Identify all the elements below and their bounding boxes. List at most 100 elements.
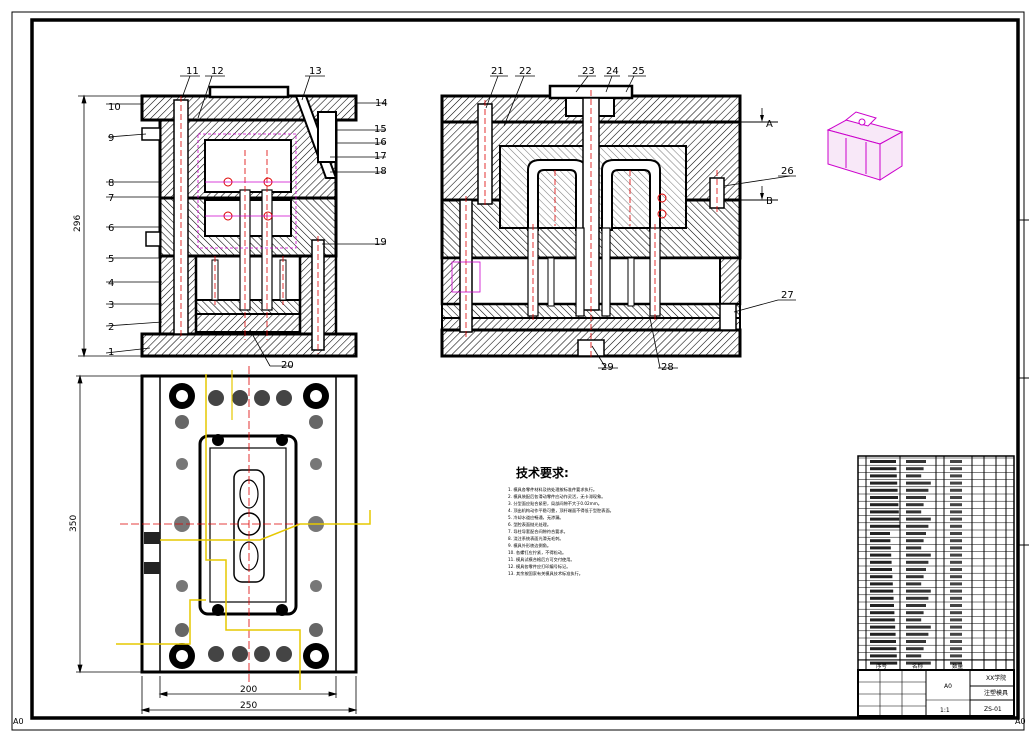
parts-row-qty-fill xyxy=(950,546,962,550)
title-block-school: XX学院 xyxy=(986,674,1006,682)
part-label-25: 25 xyxy=(632,66,645,77)
parts-row-name-fill xyxy=(870,654,897,658)
parts-row-qty-fill xyxy=(950,611,962,615)
title-block xyxy=(857,669,1015,717)
part-label-6: 6 xyxy=(108,223,114,234)
parts-row-qty-fill xyxy=(950,488,962,492)
parts-row-name-fill xyxy=(870,467,897,471)
parts-row-qty-fill xyxy=(950,589,962,593)
parts-row-qty-fill xyxy=(950,510,962,514)
part-label-4: 4 xyxy=(108,278,114,289)
part-label-17: 17 xyxy=(374,151,387,162)
part-label-8: 8 xyxy=(108,178,114,189)
parts-row-material-fill xyxy=(906,496,926,499)
part-label-12: 12 xyxy=(211,66,224,77)
tech-req-title: 技术要求: xyxy=(516,465,569,480)
header-index: 序号 xyxy=(876,662,888,670)
parts-row-qty-fill xyxy=(950,647,962,651)
parts-row-qty-fill xyxy=(950,575,962,579)
part-label-28: 28 xyxy=(661,362,674,373)
parts-row-material-fill xyxy=(906,481,931,485)
plan-view xyxy=(116,366,372,690)
parts-row-name-fill xyxy=(870,647,897,651)
side-view-label-text: 11 12 13 10 9 8 7 6 5 4 3 2 1 14 15 16 1… xyxy=(108,66,388,371)
title-block-sheet: A0 xyxy=(944,683,952,690)
tech-req-line-7: 7. 导柱导套配合间隙符合要求。 xyxy=(508,528,568,535)
parts-row-material-fill xyxy=(906,524,929,528)
title-block-drawing-name: 注塑模具 xyxy=(984,689,1008,697)
parts-row-material-fill xyxy=(906,539,924,543)
parts-row-qty-fill xyxy=(950,517,962,521)
part-label-21: 21 xyxy=(491,66,504,77)
parts-row-material-fill xyxy=(906,618,922,622)
part-label-11: 11 xyxy=(186,66,199,77)
parts-row-qty-fill xyxy=(950,640,962,643)
dim-250-text: 250 xyxy=(240,701,257,711)
parts-row-material-fill xyxy=(906,625,931,629)
part-label-2: 2 xyxy=(108,322,114,333)
parts-row-name-fill xyxy=(870,575,893,579)
parts-row-qty-fill xyxy=(950,532,962,535)
parts-row-material-fill xyxy=(906,604,926,607)
part-label-15: 15 xyxy=(374,124,387,135)
plan-dims xyxy=(76,374,358,714)
part-label-10: 10 xyxy=(108,102,121,113)
parts-row-qty-fill xyxy=(950,625,962,629)
tech-req-line-13: 13. 其余按国家有关模具技术标准执行。 xyxy=(508,570,583,577)
section-mark-a: A xyxy=(766,119,773,130)
parts-row-name-fill xyxy=(870,553,892,557)
parts-row-name-fill xyxy=(870,532,890,535)
part-3d-thumbnail xyxy=(826,111,904,181)
parts-row-material-fill xyxy=(906,575,924,579)
parts-row-material-fill xyxy=(906,568,926,571)
parts-row-name-fill xyxy=(870,625,896,629)
parts-row-name-fill xyxy=(870,481,898,485)
part-label-16: 16 xyxy=(374,137,387,148)
header-name: 名称 xyxy=(912,662,924,670)
parts-row-qty-fill xyxy=(950,524,962,528)
tech-req-line-3: 3. 分型面应贴合紧密，局部间隙不大于0.02mm。 xyxy=(508,500,602,507)
parts-row-material-fill xyxy=(906,474,922,478)
part-label-1: 1 xyxy=(108,347,114,358)
dim-350-text: 350 xyxy=(69,515,79,532)
tech-req-line-8: 8. 浇注系统表面光滑无毛刺。 xyxy=(508,535,564,542)
tech-req-line-10: 10. 各螺钉应拧紧，不得松动。 xyxy=(508,549,566,556)
parts-row-name-fill xyxy=(870,632,896,636)
technical-requirements: 技术要求: 1. 模具各零件材料及热处理按标准件要求执行。 2. 模具装配后各滑… xyxy=(508,465,614,577)
dim-296-text: 296 xyxy=(73,215,83,232)
parts-row-material-fill xyxy=(906,596,929,600)
part-label-14: 14 xyxy=(375,98,388,109)
part-label-22: 22 xyxy=(519,66,532,77)
part-label-24: 24 xyxy=(606,66,619,77)
parts-row-qty-fill xyxy=(950,582,962,586)
parts-row-name-fill xyxy=(870,640,896,643)
parts-row-qty-fill xyxy=(950,618,962,622)
side-section-view xyxy=(140,85,358,358)
parts-row-material-fill xyxy=(906,467,924,471)
tech-req-line-11: 11. 模具试模合格后方可交付使用。 xyxy=(508,556,575,563)
part-label-7: 7 xyxy=(108,193,114,204)
part-label-19: 19 xyxy=(374,237,387,248)
part-label-20: 20 xyxy=(281,360,294,371)
parts-row-material-fill xyxy=(906,517,931,521)
parts-row-qty-fill xyxy=(950,596,962,600)
tech-req-line-12: 12. 模具各零件应打印编号标记。 xyxy=(508,563,570,570)
parts-row-material-fill xyxy=(906,560,929,564)
front-view-leaders xyxy=(485,75,796,369)
parts-row-material-fill xyxy=(906,488,929,492)
parts-row-qty-fill xyxy=(950,604,962,607)
part-label-5: 5 xyxy=(108,254,114,265)
parts-row-qty-fill xyxy=(950,474,962,478)
parts-row-qty-fill xyxy=(950,632,962,636)
parts-row-name-fill xyxy=(870,604,894,607)
corner-mark-right: A0 xyxy=(1015,717,1026,726)
tech-req-line-1: 1. 模具各零件材料及热处理按标准件要求执行。 xyxy=(508,486,597,493)
parts-row-qty-fill xyxy=(950,553,962,557)
tech-req-line-6: 6. 型腔表面抛光处理。 xyxy=(508,521,551,528)
part-label-26: 26 xyxy=(781,166,794,177)
parts-row-material-fill xyxy=(906,640,926,643)
header-qty: 数量 xyxy=(952,662,964,670)
parts-row-name-fill xyxy=(870,661,898,665)
part-label-27: 27 xyxy=(781,290,794,301)
